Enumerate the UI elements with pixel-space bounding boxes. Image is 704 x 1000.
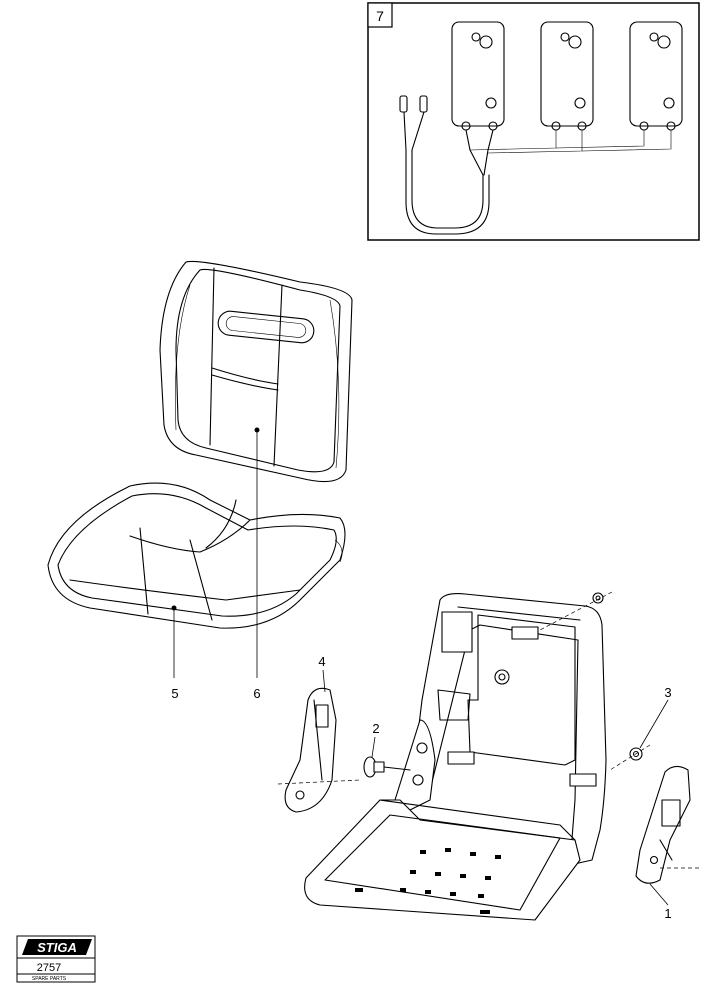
backrest-cushion xyxy=(159,260,353,483)
callout-6: 6 xyxy=(253,686,260,701)
spare-parts-caption: SPARE PARTS xyxy=(32,976,67,982)
seat-cushion xyxy=(47,482,346,629)
nut xyxy=(539,591,651,771)
leader-4 xyxy=(322,669,326,693)
right-side-cover xyxy=(635,765,702,884)
adjust-knob xyxy=(363,756,411,778)
callout-1: 1 xyxy=(664,906,671,921)
inset-wiring-harness: 7 xyxy=(367,2,700,241)
switch-module-b xyxy=(540,21,594,131)
callout-3: 3 xyxy=(664,685,671,700)
seat-frame xyxy=(304,593,607,921)
switch-module-a xyxy=(451,21,505,131)
callout-2: 2 xyxy=(372,721,379,736)
page-number: 2757 xyxy=(37,962,61,974)
switch-module-c xyxy=(629,21,683,131)
leader-3 xyxy=(639,699,669,749)
callout-5: 5 xyxy=(171,686,178,701)
brand-logo-block: STIGA 2757 SPARE PARTS xyxy=(16,935,96,983)
leader-1 xyxy=(649,883,669,906)
callout-4: 4 xyxy=(318,654,325,669)
leader-2 xyxy=(371,736,376,758)
pan-slots xyxy=(355,848,501,914)
left-side-cover xyxy=(277,687,361,813)
brand-logo: STIGA xyxy=(37,940,77,955)
callout-7: 7 xyxy=(376,8,384,24)
